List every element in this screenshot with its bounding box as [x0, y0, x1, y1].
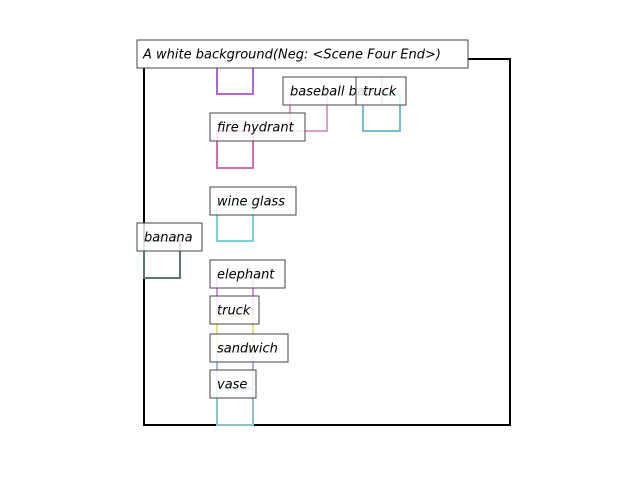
label-box	[209, 333, 289, 363]
label-tag-truck: truck	[209, 295, 260, 325]
label-tag-wine-glass: wine glass	[209, 186, 297, 216]
label-text: fire hydrant	[217, 121, 295, 136]
label-box	[136, 222, 203, 252]
label-box	[355, 76, 407, 106]
label-text: vase	[217, 378, 247, 393]
label-text: wine glass	[217, 195, 285, 210]
label-tag-sandwich: sandwich	[209, 333, 289, 363]
label-box	[209, 369, 257, 399]
label-box	[209, 112, 306, 142]
label-tag-truck: truck	[355, 76, 407, 106]
label-box	[209, 186, 297, 216]
label-tag-vase: vase	[209, 369, 257, 399]
label-text: truck	[363, 85, 397, 100]
label-text: sandwich	[217, 342, 278, 357]
label-text: baseball bat	[290, 85, 371, 100]
caption: A white background(Neg: <Scene Four End>…	[136, 39, 469, 69]
label-tag-fire-hydrant: fire hydrant	[209, 112, 306, 142]
label-box	[209, 295, 260, 325]
label-box	[209, 259, 286, 289]
label-tag-banana: banana	[136, 222, 203, 252]
label-tag-elephant: elephant	[209, 259, 286, 289]
label-text: elephant	[217, 268, 275, 283]
caption-text: A white background(Neg: <Scene Four End>…	[142, 48, 441, 63]
caption-box	[136, 39, 469, 69]
label-text: truck	[217, 304, 251, 319]
label-text: banana	[144, 231, 193, 246]
